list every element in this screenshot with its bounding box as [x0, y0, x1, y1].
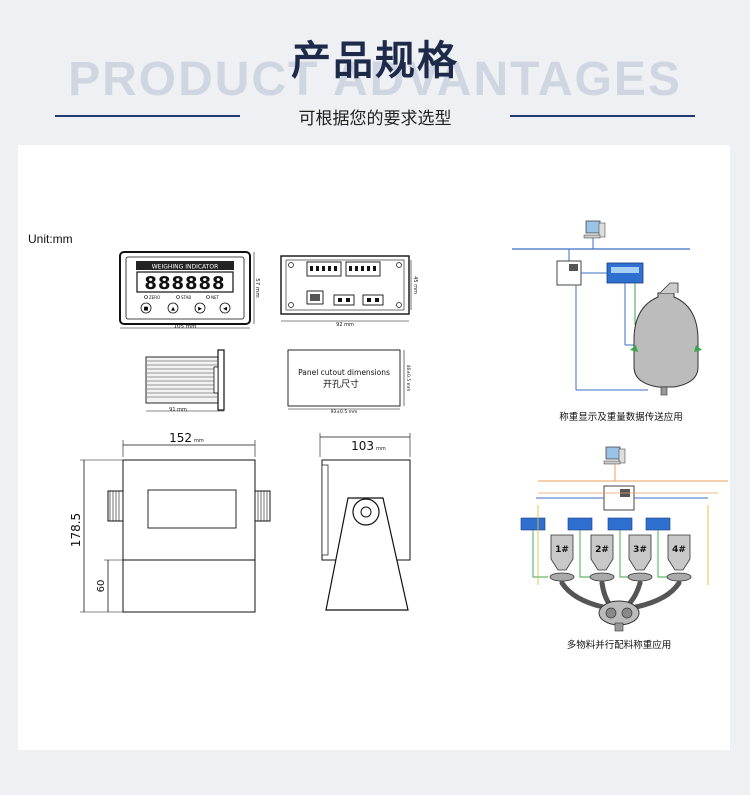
panel-cutout-drawing: Panel cutout dimensions 开孔尺寸 93±0.5 mm 4… — [287, 349, 411, 415]
indicator-stab: STAB — [181, 295, 191, 300]
hopper-2-label: 2# — [595, 545, 609, 555]
application-diagram-2: 1# 2# 3# 4# — [520, 446, 728, 632]
cutout-width-dimension: 93±0.5 mm — [331, 409, 358, 415]
cutout-label-en: Panel cutout dimensions — [298, 368, 390, 377]
tank-icon — [633, 292, 699, 388]
rear-height-dimension: 45 mm — [412, 276, 418, 294]
computer-icon — [585, 220, 601, 234]
page-title: 产品规格 — [291, 38, 459, 84]
hopper-1-label: 1# — [555, 545, 569, 555]
computer-icon-2 — [605, 446, 621, 460]
button-4-icon: ◀ — [223, 306, 227, 312]
hopper-4-label: 4# — [672, 545, 686, 555]
enclosure-side-drawing: 103 mm — [319, 433, 411, 611]
button-2-icon: ▲ — [171, 306, 175, 312]
front-panel-drawing: WEIGHING INDICATOR 888888 ZERO STAB NET … — [119, 251, 260, 330]
enclosure-base-dimension: 60 — [96, 580, 107, 593]
unit-label: Unit:mm — [28, 232, 73, 246]
enclosure-width-unit: mm — [194, 438, 204, 444]
indicator-zero: ZERO — [149, 295, 160, 300]
front-width-dimension: 105 mm — [174, 324, 197, 330]
enclosure-depth-unit: mm — [376, 446, 386, 452]
background-heading: PRODUCT ADVANTAGES — [68, 53, 682, 106]
application-2-caption: 多物料并行配料称重应用 — [567, 639, 672, 651]
front-height-dimension: 57 mm — [254, 278, 260, 297]
cutout-height-dimension: 46±0.5 mm — [405, 365, 411, 392]
cutout-label-cn: 开孔尺寸 — [323, 378, 359, 390]
front-panel-title: WEIGHING INDICATOR — [152, 264, 219, 271]
hopper-3-label: 3# — [633, 545, 647, 555]
left-divider — [55, 115, 240, 117]
application-1-caption: 称重显示及重量数据传送应用 — [559, 411, 683, 423]
mixer-icon — [598, 600, 640, 626]
side-depth-dimension: 91 mm — [169, 407, 187, 413]
indicator-net: NET — [211, 295, 220, 300]
rear-width-dimension: 92 mm — [336, 322, 354, 328]
seven-segment-display: 888888 — [144, 273, 225, 294]
enclosure-depth-dimension: 103 — [351, 439, 374, 453]
enclosure-front-drawing: 152 mm 178.5 60 — [69, 431, 271, 613]
spec-panel: Unit:mm WEIGHING INDICATOR 888888 ZERO S… — [18, 145, 730, 750]
application-diagram-1 — [512, 220, 702, 396]
side-view-drawing: 91 mm — [145, 349, 225, 413]
page-subtitle: 可根据您的要求选型 — [298, 109, 452, 129]
rear-panel-drawing: 92 mm 45 mm — [280, 255, 418, 328]
spec-drawings: WEIGHING INDICATOR 888888 ZERO STAB NET … — [69, 220, 728, 651]
right-divider — [510, 115, 695, 117]
enclosure-width-dimension: 152 — [169, 431, 192, 445]
button-3-icon: ▶ — [198, 306, 202, 312]
button-1-icon: ■ — [144, 306, 149, 312]
header: PRODUCT ADVANTAGES 产品规格 可根据您的要求选型 — [0, 0, 750, 145]
enclosure-height-dimension: 178.5 — [69, 513, 83, 547]
